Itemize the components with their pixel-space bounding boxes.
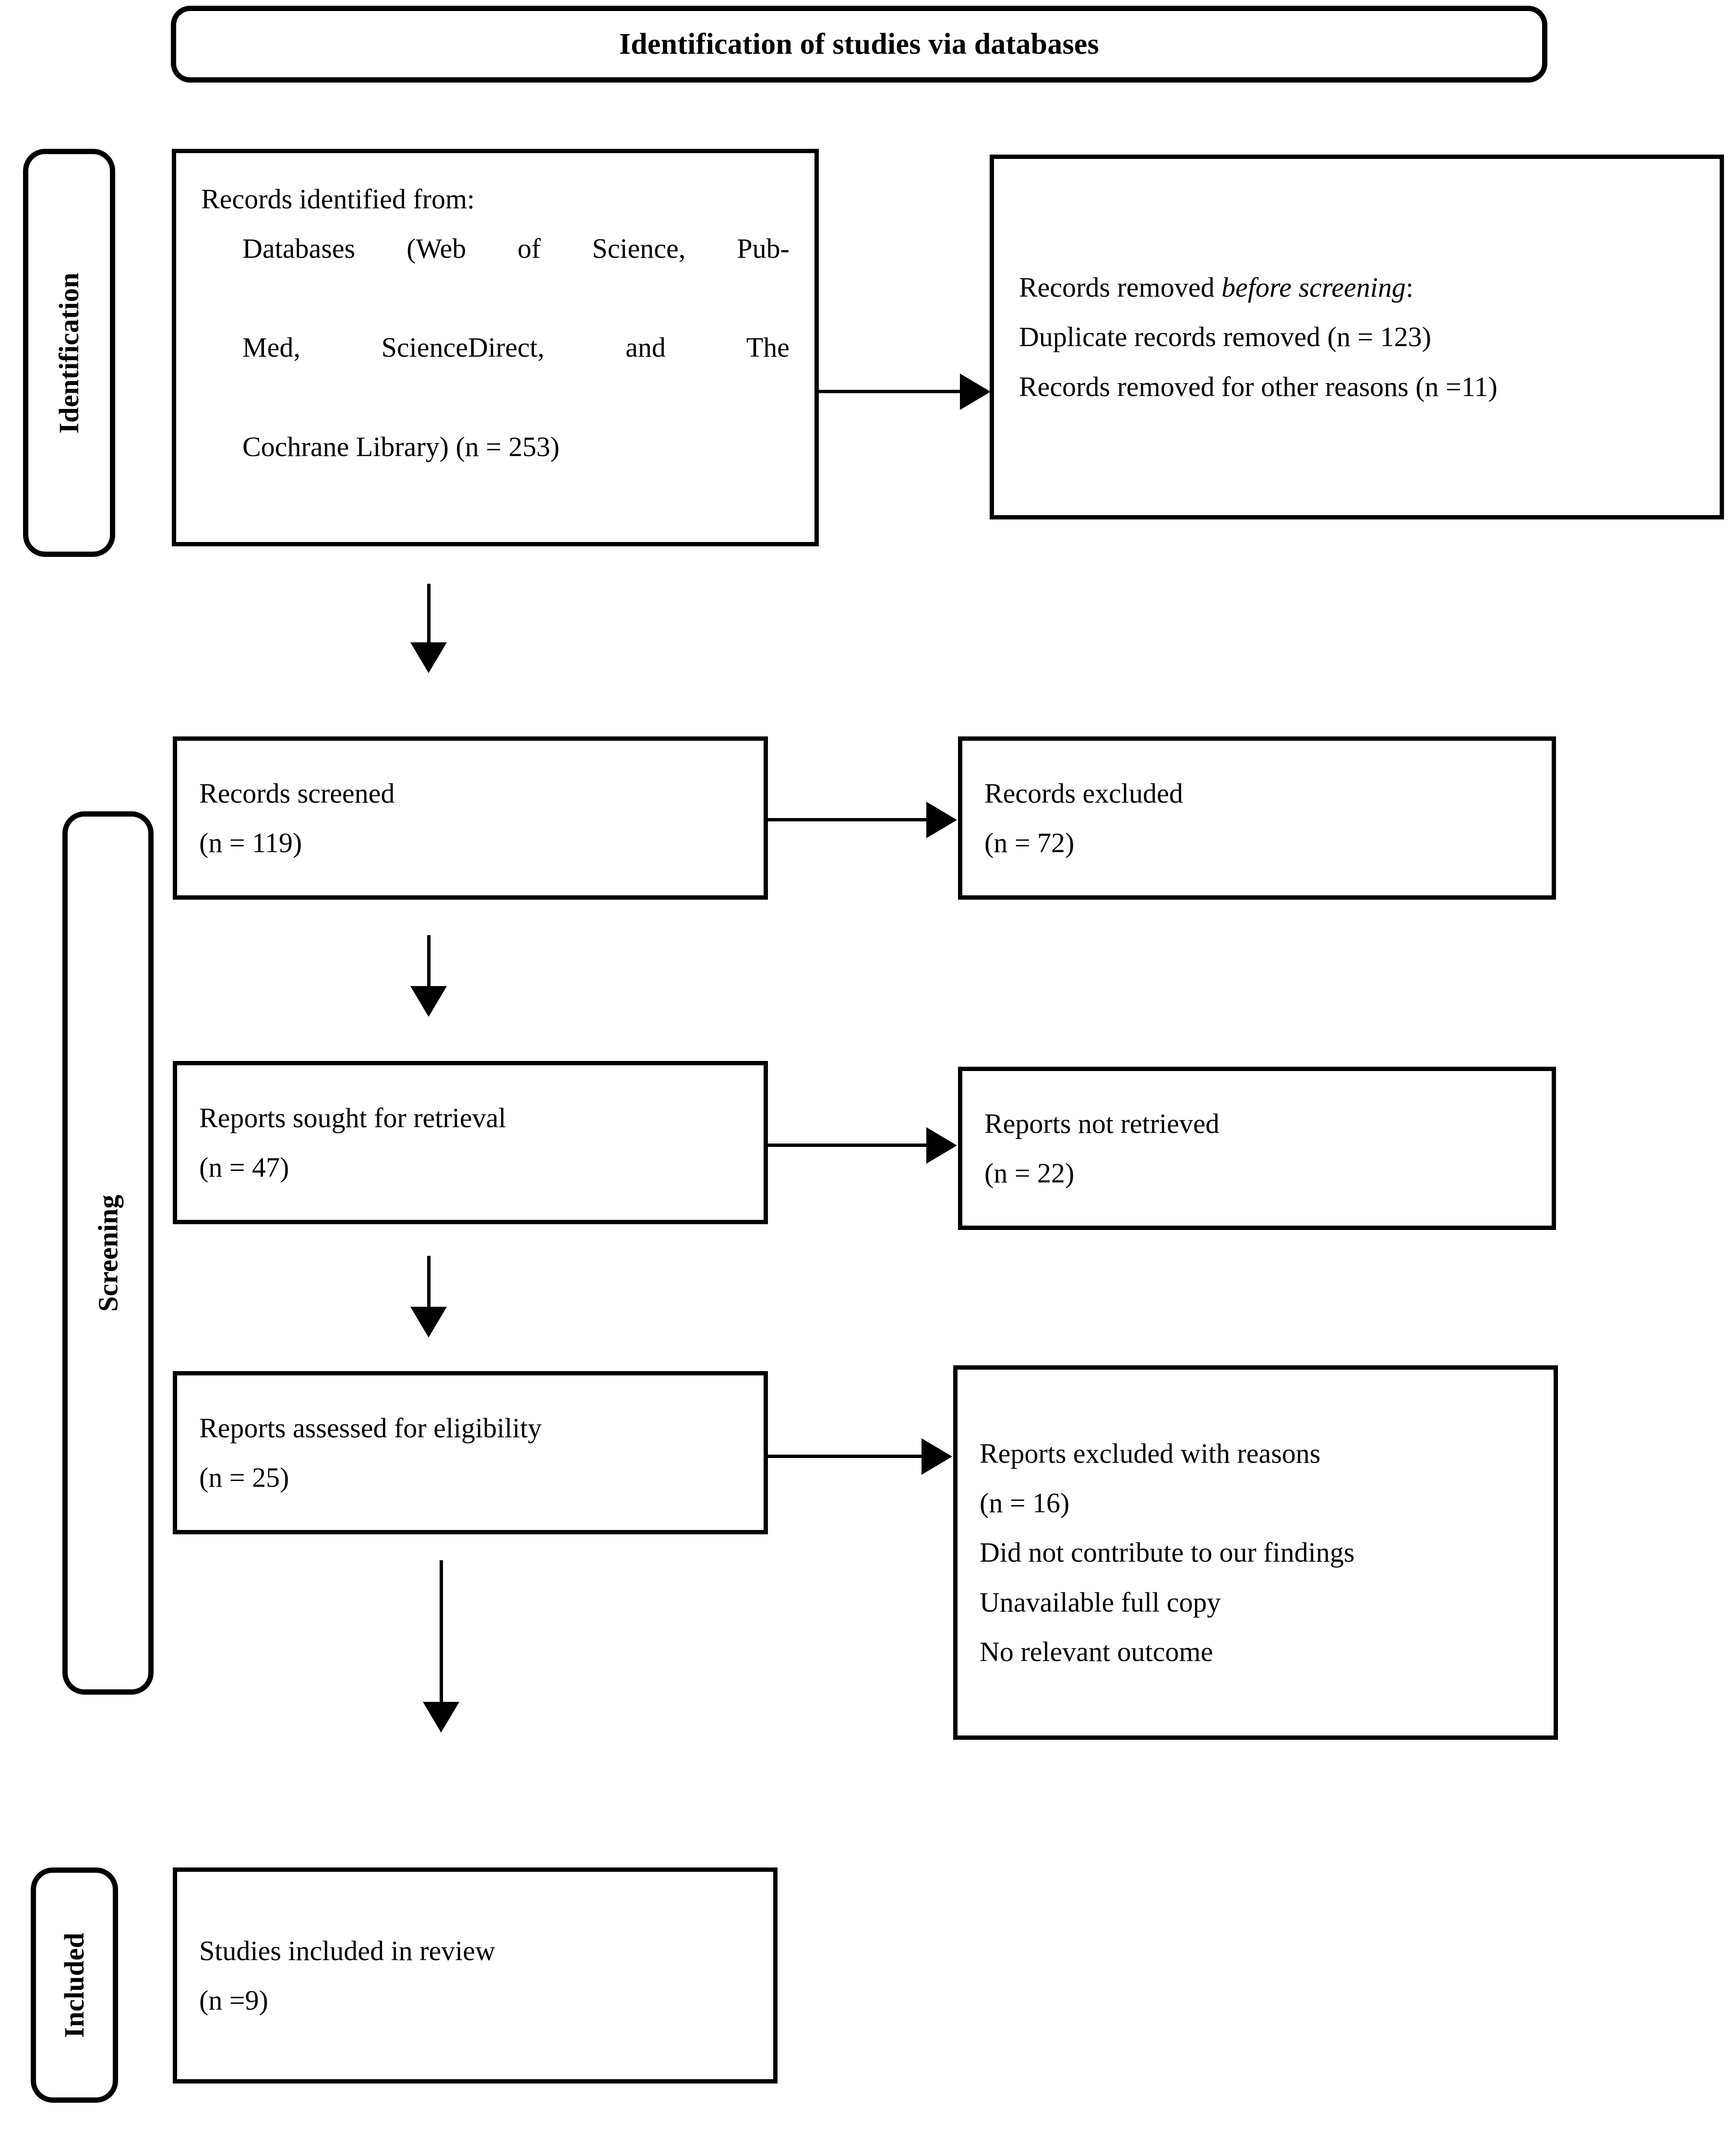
reports-assessed-label: Reports assessed for eligibility	[199, 1412, 542, 1444]
reports-sought-label: Reports sought for retrieval	[199, 1102, 506, 1133]
box-records-excluded: Records excluded (n = 72)	[958, 736, 1556, 900]
box-records-screened: Records screened (n = 119)	[173, 736, 768, 900]
stage-rail-screening: Screening	[62, 811, 154, 1695]
reports-not-retrieved-label: Reports not retrieved	[984, 1108, 1220, 1139]
records-excluded-count: (n = 72)	[984, 827, 1075, 858]
arrow-sought-to-not-retrieved-head	[926, 1127, 957, 1164]
stage-rail-screening-label: Screening	[92, 1194, 124, 1312]
arrow-identified-to-screened-head	[410, 642, 447, 673]
box-reports-excluded-with-reasons: Reports excluded with reasons (n = 16) D…	[953, 1365, 1558, 1740]
records-removed-heading-pre: Records removed	[1019, 272, 1221, 303]
arrow-screened-to-sought-head	[410, 986, 447, 1017]
arrow-identified-to-screened-line	[427, 584, 431, 669]
reports-excluded-reason-3: No relevant outcome	[980, 1636, 1213, 1667]
box-reports-assessed-for-eligibility: Reports assessed for eligibility (n = 25…	[173, 1371, 768, 1534]
records-identified-body-line-3: Cochrane Library) (n = 253)	[242, 431, 560, 462]
records-excluded-label: Records excluded	[984, 777, 1183, 809]
banner-identification-via-databases: Identification of studies via databases	[171, 6, 1547, 83]
records-removed-other-reasons: Records removed for other reasons (n =11…	[1019, 371, 1497, 402]
arrow-assessed-to-included-head	[423, 1702, 459, 1733]
records-identified-body: Databases (Web of Science, Pub- Med, Sci…	[242, 224, 790, 521]
arrow-screened-to-excluded-head	[926, 802, 957, 838]
records-removed-heading: Records removed before screening:	[1019, 263, 1695, 312]
arrow-assessed-to-excluded-line	[768, 1455, 922, 1458]
records-removed-duplicates: Duplicate records removed (n = 123)	[1019, 321, 1431, 353]
reports-excluded-reason-1: Did not contribute to our findings	[980, 1537, 1355, 1568]
arrow-sought-to-assessed-head	[410, 1307, 447, 1337]
stage-rail-included: Included	[31, 1867, 118, 2103]
arrow-identified-to-removed-head	[960, 373, 991, 410]
arrow-assessed-to-included-line	[440, 1560, 443, 1709]
box-records-identified: Records identified from: Databases (Web …	[172, 149, 819, 546]
records-screened-count: (n = 119)	[199, 827, 302, 858]
box-records-removed-before-screening: Records removed before screening: Duplic…	[990, 155, 1724, 519]
records-removed-heading-italic: before screening	[1221, 272, 1406, 303]
reports-excluded-label: Reports excluded with reasons	[980, 1437, 1321, 1469]
records-identified-heading: Records identified from:	[201, 183, 475, 215]
studies-included-count: (n =9)	[199, 1985, 268, 2016]
records-identified-body-line-1: Databases (Web of Science, Pub-	[242, 232, 790, 264]
arrow-assessed-to-excluded-head	[922, 1438, 952, 1475]
arrow-sought-to-assessed-line	[427, 1256, 431, 1333]
box-reports-not-retrieved: Reports not retrieved (n = 22)	[958, 1067, 1556, 1230]
arrow-sought-to-not-retrieved-line	[768, 1144, 927, 1147]
banner-title: Identification of studies via databases	[619, 27, 1099, 60]
arrow-screened-to-excluded-line	[768, 818, 927, 821]
records-identified-body-line-2: Med, ScienceDirect, and The	[242, 332, 790, 363]
records-screened-label: Records screened	[199, 777, 395, 809]
reports-excluded-count: (n = 16)	[980, 1487, 1070, 1519]
reports-assessed-count: (n = 25)	[199, 1462, 289, 1493]
stage-rail-included-label: Included	[59, 1932, 90, 2038]
arrow-screened-to-sought-line	[427, 935, 431, 1012]
studies-included-label: Studies included in review	[199, 1935, 495, 1966]
reports-excluded-reason-2: Unavailable full copy	[980, 1586, 1221, 1618]
reports-sought-count: (n = 47)	[199, 1152, 289, 1183]
records-removed-heading-post: :	[1405, 272, 1413, 303]
stage-rail-identification: Identification	[23, 149, 115, 557]
stage-rail-identification-label: Identification	[53, 272, 85, 434]
arrow-identified-to-removed-line	[819, 390, 961, 393]
box-studies-included-in-review: Studies included in review (n =9)	[173, 1867, 778, 2084]
box-reports-sought-for-retrieval: Reports sought for retrieval (n = 47)	[173, 1061, 768, 1224]
reports-not-retrieved-count: (n = 22)	[984, 1157, 1075, 1189]
